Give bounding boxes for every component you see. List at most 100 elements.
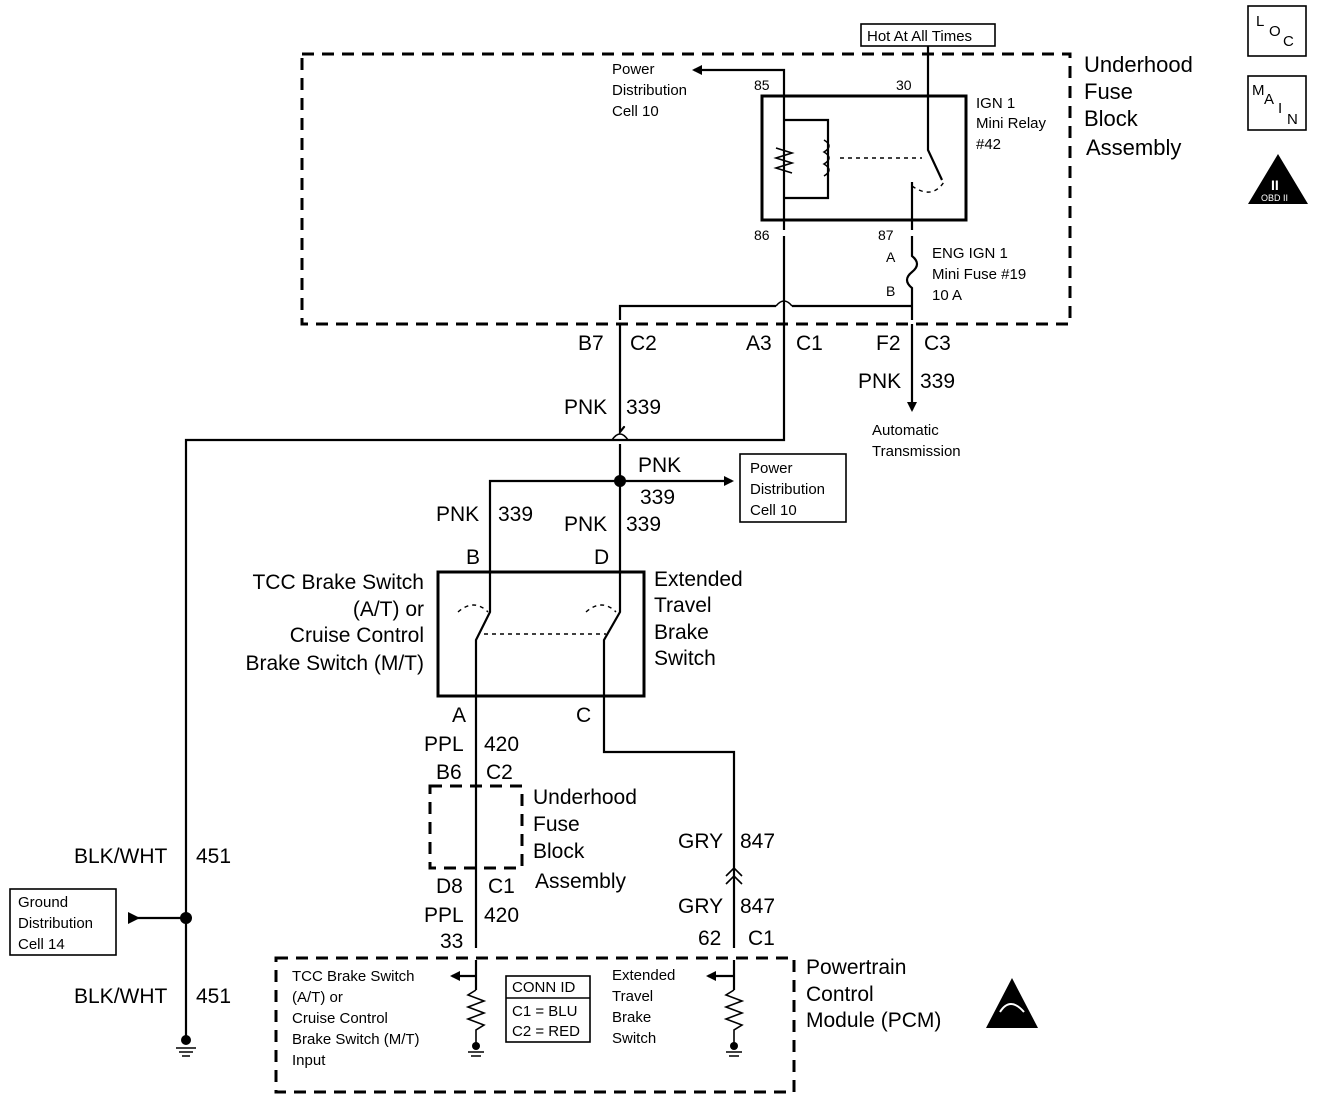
svg-text:ENG IGN 1: ENG IGN 1 — [932, 245, 1008, 262]
svg-text:#42: #42 — [976, 136, 1001, 153]
svg-text:GRY: GRY — [678, 830, 723, 853]
svg-text:D: D — [594, 546, 609, 569]
wire-pnk-339-trans: PNK 339 — [858, 370, 955, 393]
svg-text:N: N — [1287, 111, 1298, 128]
svg-text:847: 847 — [740, 895, 775, 918]
svg-text:BLK/WHT: BLK/WHT — [74, 845, 168, 868]
svg-text:PNK: PNK — [564, 396, 607, 419]
wire-gry-847-upper: GRY 847 — [678, 830, 775, 853]
ign1-mini-relay: 85 30 86 87 — [754, 77, 968, 243]
brake-switch-assembly: B D A C — [436, 546, 646, 727]
power-distribution-top-label: Power Distribution Cell 10 — [612, 61, 687, 120]
svg-text:Fuse: Fuse — [1084, 79, 1133, 104]
svg-text:C1 = BLU: C1 = BLU — [512, 1003, 577, 1020]
svg-text:Assembly: Assembly — [1086, 135, 1181, 160]
svg-text:Power: Power — [612, 61, 655, 78]
svg-text:C2: C2 — [630, 332, 657, 355]
svg-text:F2: F2 — [876, 332, 901, 355]
svg-text:Transmission: Transmission — [872, 443, 961, 460]
svg-text:PNK: PNK — [638, 454, 681, 477]
obd-ii-icon: II OBD II — [1248, 154, 1308, 204]
svg-text:Underhood: Underhood — [1084, 52, 1193, 77]
svg-text:86: 86 — [754, 227, 770, 243]
svg-text:C1: C1 — [796, 332, 823, 355]
svg-text:85: 85 — [754, 77, 770, 93]
eng-ign1-mini-fuse-label: ENG IGN 1 Mini Fuse #19 10 A — [932, 245, 1026, 304]
extended-travel-brake-switch-label: Extended Travel Brake Switch — [654, 568, 743, 670]
svg-text:339: 339 — [920, 370, 955, 393]
svg-text:A: A — [452, 704, 466, 727]
svg-text:Distribution: Distribution — [612, 82, 687, 99]
svg-text:M: M — [1252, 82, 1265, 99]
svg-text:Block: Block — [1084, 106, 1139, 131]
svg-text:B: B — [886, 283, 895, 299]
svg-text:Cruise Control: Cruise Control — [290, 624, 424, 647]
svg-text:Module (PCM): Module (PCM) — [806, 1009, 941, 1032]
hot-at-all-times-label: Hot At All Times — [860, 23, 996, 47]
pcm-left-input-circuit — [450, 960, 487, 1057]
wire-pnk-339-b: PNK 339 — [436, 503, 533, 526]
main-icon: M A I N — [1247, 75, 1307, 131]
svg-text:PNK: PNK — [436, 503, 479, 526]
svg-text:Powertrain: Powertrain — [806, 956, 906, 979]
pcm-right-input-circuit — [706, 960, 745, 1057]
svg-text:Control: Control — [806, 983, 874, 1006]
svg-text:Travel: Travel — [654, 594, 712, 617]
svg-text:CONN ID: CONN ID — [512, 979, 576, 996]
svg-text:PPL: PPL — [424, 904, 464, 927]
svg-text:BLK/WHT: BLK/WHT — [74, 985, 168, 1008]
svg-text:Travel: Travel — [612, 988, 653, 1005]
svg-text:33: 33 — [440, 930, 463, 953]
conn-id-box: CONN ID C1 = BLU C2 = RED — [505, 975, 591, 1043]
svg-text:B7: B7 — [578, 332, 604, 355]
svg-text:10 A: 10 A — [932, 287, 962, 304]
svg-text:Assembly: Assembly — [535, 870, 627, 893]
wire-blk-wht-451-upper: BLK/WHT 451 — [74, 845, 231, 868]
svg-text:Extended: Extended — [612, 967, 675, 984]
svg-text:Ground: Ground — [18, 894, 68, 911]
svg-text:IGN 1: IGN 1 — [976, 95, 1015, 112]
svg-text:PNK: PNK — [858, 370, 901, 393]
svg-text:Hot At All Times: Hot At All Times — [867, 28, 972, 45]
svg-text:C3: C3 — [924, 332, 951, 355]
svg-text:(A/T) or: (A/T) or — [353, 598, 424, 621]
pcm-label: Powertrain Control Module (PCM) — [806, 956, 941, 1032]
mid-connectors: B6 C2 D8 C1 — [436, 761, 515, 898]
svg-text:847: 847 — [740, 830, 775, 853]
svg-text:Distribution: Distribution — [750, 481, 825, 498]
svg-text:Power: Power — [750, 460, 793, 477]
svg-text:Underhood: Underhood — [533, 786, 637, 809]
svg-text:A: A — [886, 249, 896, 265]
wire-ppl-420-lower: PPL 420 — [424, 904, 519, 927]
wire-pnk-339-d: PNK 339 — [564, 513, 661, 536]
loc-icon: L O C — [1247, 5, 1307, 57]
underhood-fuse-block-mid-label: Underhood Fuse Block Assembly — [533, 786, 637, 893]
svg-text:A3: A3 — [746, 332, 772, 355]
svg-text:451: 451 — [196, 845, 231, 868]
svg-text:Fuse: Fuse — [533, 813, 580, 836]
svg-text:Block: Block — [533, 840, 585, 863]
ign1-mini-relay-label: IGN 1 Mini Relay #42 — [976, 95, 1047, 153]
tcc-brake-switch-label: TCC Brake Switch (A/T) or Cruise Control… — [245, 571, 424, 675]
svg-text:Brake Switch (M/T): Brake Switch (M/T) — [292, 1031, 420, 1048]
svg-text:PNK: PNK — [564, 513, 607, 536]
svg-text:C1: C1 — [488, 875, 515, 898]
svg-text:OBD II: OBD II — [1261, 193, 1288, 203]
underhood-fuse-block-mid — [428, 784, 524, 870]
svg-text:Mini Relay: Mini Relay — [976, 115, 1047, 132]
esd-sensitive-icon — [986, 978, 1038, 1028]
svg-text:C2: C2 — [486, 761, 513, 784]
svg-text:Input: Input — [292, 1052, 326, 1069]
svg-text:Cell 14: Cell 14 — [18, 936, 65, 953]
svg-text:Brake: Brake — [612, 1009, 651, 1026]
svg-text:Mini Fuse #19: Mini Fuse #19 — [932, 266, 1026, 283]
ground-distribution-box: Ground Distribution Cell 14 — [9, 888, 117, 956]
svg-text:II: II — [1271, 177, 1279, 193]
svg-text:Extended: Extended — [654, 568, 743, 591]
svg-text:C1: C1 — [748, 927, 775, 950]
svg-text:I: I — [1278, 100, 1282, 117]
svg-text:B6: B6 — [436, 761, 462, 784]
eng-ign1-mini-fuse: A B — [886, 236, 919, 320]
svg-text:Automatic: Automatic — [872, 422, 939, 439]
